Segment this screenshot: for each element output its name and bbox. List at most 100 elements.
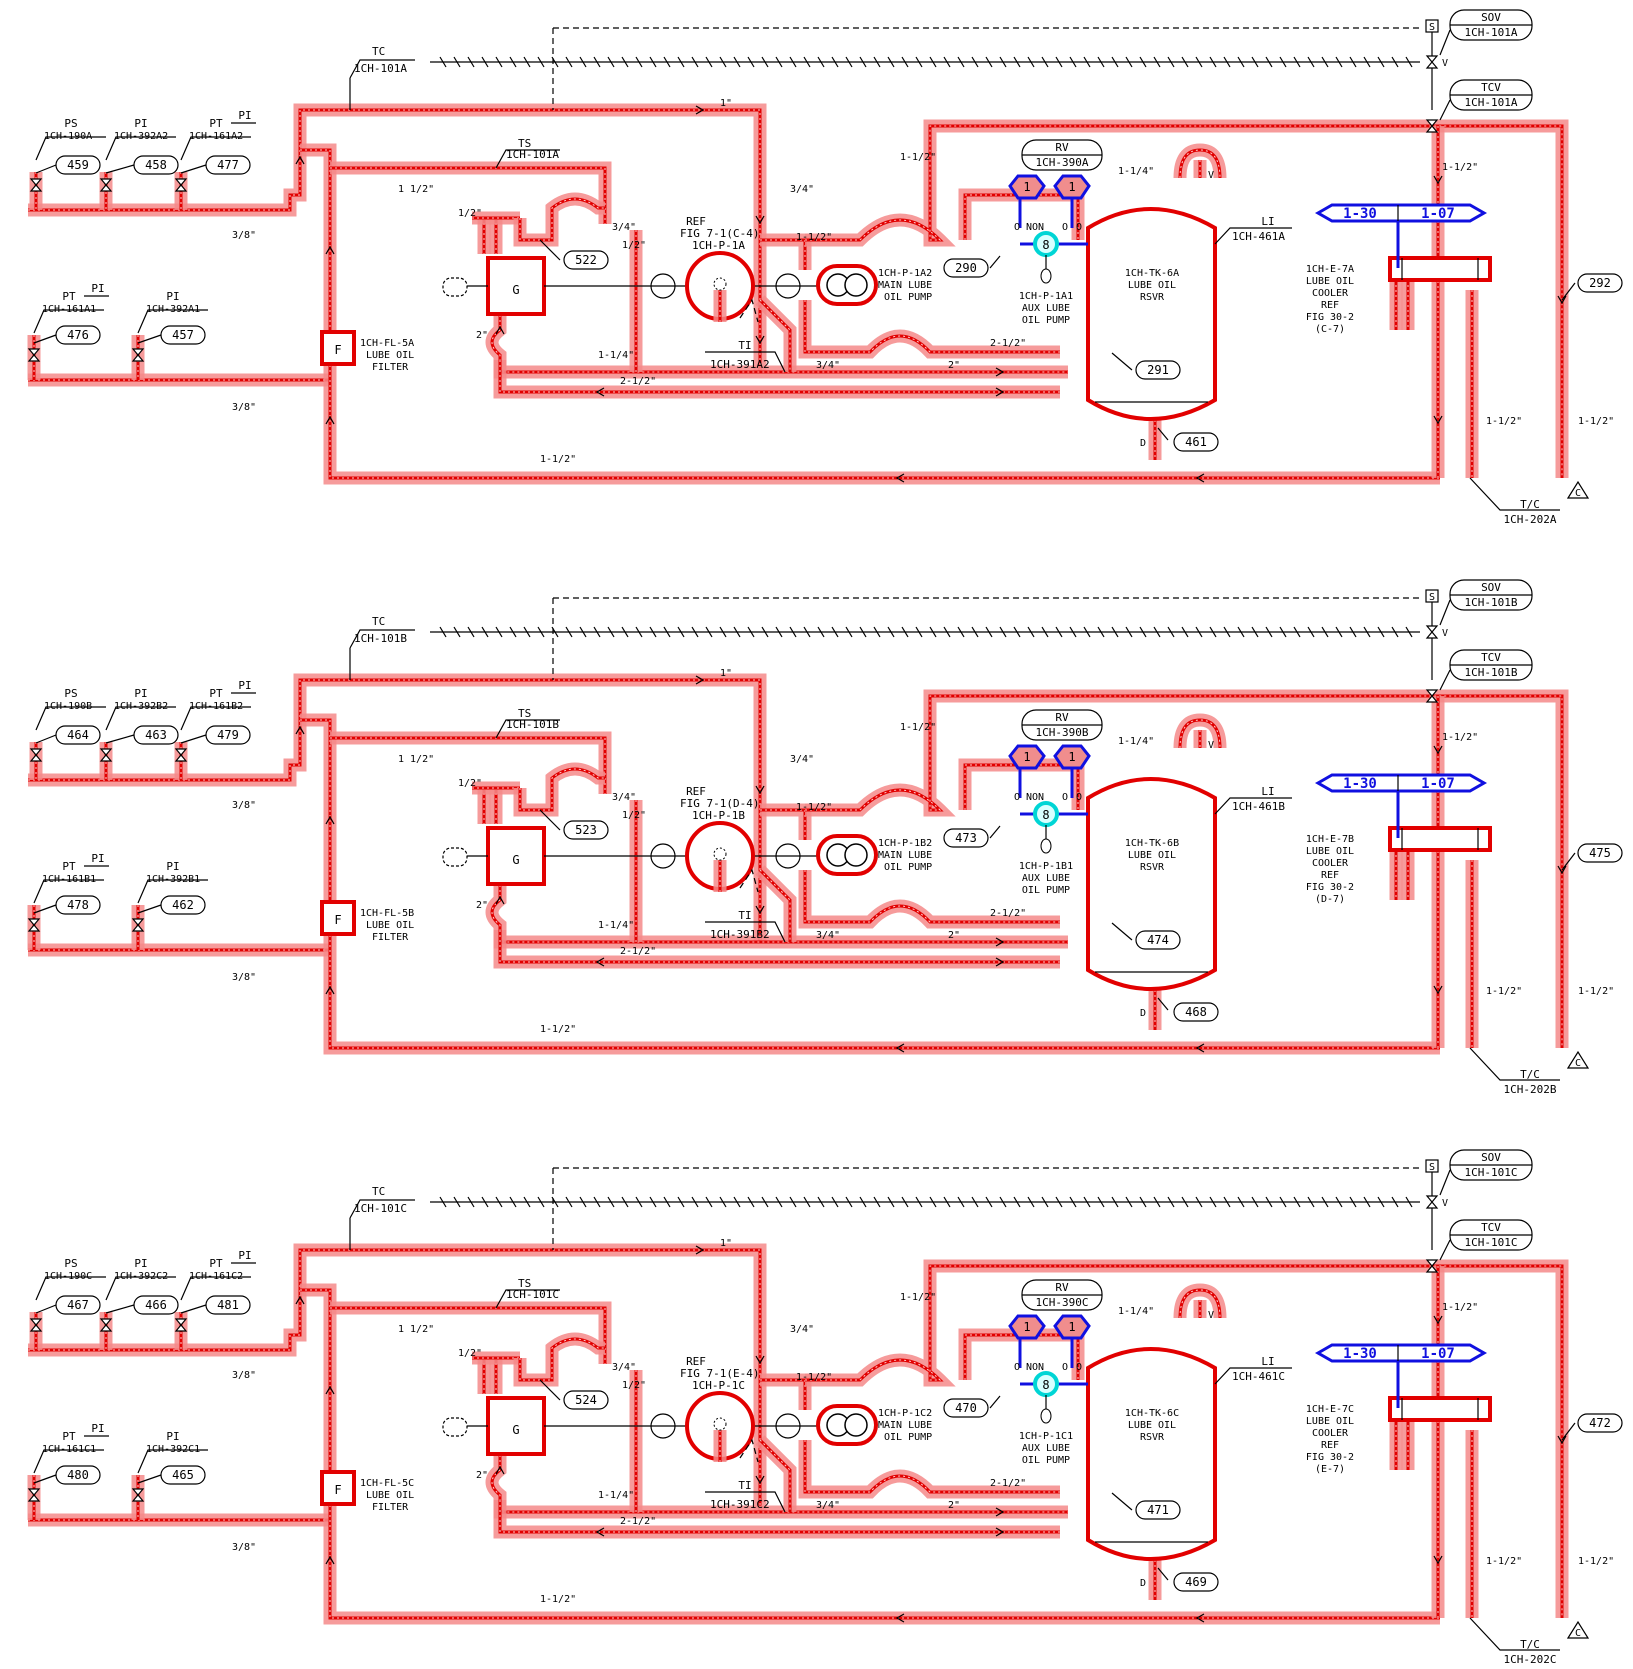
pipe-size-label: 3/8" [232, 972, 256, 983]
leader-line [989, 1395, 1001, 1409]
instrument-id: 1CH-161A2 [189, 131, 243, 142]
tank-label-3: RSVR [1140, 1432, 1165, 1443]
leader-line [761, 56, 769, 68]
leader-line [859, 56, 867, 68]
tank-label: 1CH-TK-6B [1125, 838, 1179, 849]
leader-line [1209, 56, 1217, 68]
leader-line [1307, 626, 1315, 638]
rv-id: 1CH-390A [1036, 156, 1089, 169]
leader-line [1111, 1492, 1133, 1511]
pipe-line [300, 718, 1440, 1050]
instrument-id: 1CH-161B1 [42, 874, 96, 885]
leader-line [607, 1196, 615, 1208]
instrument-tag [563, 820, 609, 840]
ti-id: 1CH-391A2 [710, 358, 770, 371]
hex-marker [1053, 1314, 1091, 1340]
leader-line [349, 59, 415, 110]
lube-oil-tank [1086, 207, 1217, 421]
pipe-size-label: 1/2" [458, 1348, 482, 1359]
leader-line [971, 1196, 979, 1208]
li-type: LI [1261, 785, 1274, 798]
instrument-id: 1CH-392B2 [114, 701, 168, 712]
leader-line [1237, 1196, 1245, 1208]
leader-line [1401, 828, 1479, 850]
hex-marker-label: 1 [1023, 750, 1030, 764]
leader-line [1321, 626, 1329, 638]
pump-label: 1CH-P-1B [692, 809, 745, 822]
instrument-tag [133, 1295, 179, 1315]
cooler-label-3: COOLER [1312, 288, 1349, 299]
leader-line [999, 626, 1007, 638]
flow-arrow-icon [1433, 1555, 1443, 1565]
leader-line [537, 1196, 545, 1208]
sheet-ref-box[interactable] [1314, 1343, 1488, 1363]
pipe-size-label: 3/4" [790, 184, 814, 195]
instrument-id: 1CH-392C1 [146, 1444, 200, 1455]
cooler-label-3: COOLER [1312, 858, 1349, 869]
instrument-id: 1CH-190C [44, 1271, 92, 1282]
aux-pump-symbol: 8 [1042, 238, 1049, 252]
instrument-tag [563, 250, 609, 270]
valve-o-label: O [1014, 1362, 1020, 1373]
instrument-tag [1135, 360, 1181, 380]
drain-label: D [1140, 1578, 1146, 1589]
leader-line [719, 1196, 727, 1208]
generator-box [486, 1396, 546, 1456]
leader-line [649, 56, 657, 68]
pipe-highlight [760, 1373, 812, 1410]
ts-type: TS [518, 1277, 531, 1290]
leader-line [887, 626, 895, 638]
pipe-size-label: 1-1/4" [598, 1490, 634, 1501]
instrument-tag [55, 1465, 101, 1485]
leader-line [1265, 626, 1273, 638]
instrument-tag-number: 524 [575, 1393, 597, 1407]
leader-line [621, 56, 629, 68]
leader-line [1561, 282, 1576, 301]
valve-icon [27, 1488, 41, 1502]
flow-arrow-icon [495, 325, 505, 335]
sheet-ref-box[interactable] [1314, 203, 1488, 223]
flow-arrow-icon [695, 1245, 705, 1255]
flow-arrow-icon [325, 815, 335, 825]
li-type: LI [1261, 215, 1274, 228]
instrument-tag-number: 462 [172, 898, 194, 912]
leader-line [719, 56, 727, 68]
sov-id: 1CH-101A [1465, 26, 1518, 39]
pipe-size-label: 1-1/2" [1486, 986, 1522, 997]
leader-line [453, 56, 461, 68]
leader-line [1349, 1196, 1357, 1208]
flow-arrow-icon [1195, 473, 1205, 483]
leader-line [1439, 599, 1451, 626]
leader-line [467, 626, 475, 638]
drain-label: D [1140, 438, 1146, 449]
aux-pump-label-2: AUX LUBE [1022, 303, 1070, 314]
leader-line [635, 56, 643, 68]
leader-line [635, 626, 643, 638]
coupling-icon [442, 847, 468, 867]
instrument-tag-number: 473 [955, 831, 977, 845]
leader-line [817, 1196, 825, 1208]
flow-arrow-icon [1557, 295, 1567, 305]
leader-line [1335, 626, 1343, 638]
instrument-tag-number: 472 [1589, 1416, 1611, 1430]
pipe-size-label: 2-1/2" [990, 908, 1026, 919]
pipe-hatch [300, 149, 1440, 479]
flow-arrow-icon [995, 367, 1005, 377]
leader-line [901, 1196, 909, 1208]
main-pump-label-2: MAIN LUBE [878, 850, 932, 861]
instrument-tag-number: 291 [1147, 363, 1169, 377]
flow-arrow-icon [1557, 865, 1567, 875]
leader-line [1111, 352, 1133, 371]
instrument-tag [133, 155, 179, 175]
leader-line [887, 1196, 895, 1208]
sheet-ref-box[interactable] [1314, 773, 1488, 793]
pipe-size-label: 3/4" [790, 754, 814, 765]
instrument-tag-number: 471 [1147, 1503, 1169, 1517]
leader-line [33, 334, 57, 344]
aux-pump-label: 1CH-P-1A1 [1019, 291, 1073, 302]
leader-line [35, 734, 57, 744]
impeller-icon [713, 277, 727, 291]
motor-icon [1040, 1408, 1052, 1424]
instrument-type: PI [166, 860, 179, 873]
